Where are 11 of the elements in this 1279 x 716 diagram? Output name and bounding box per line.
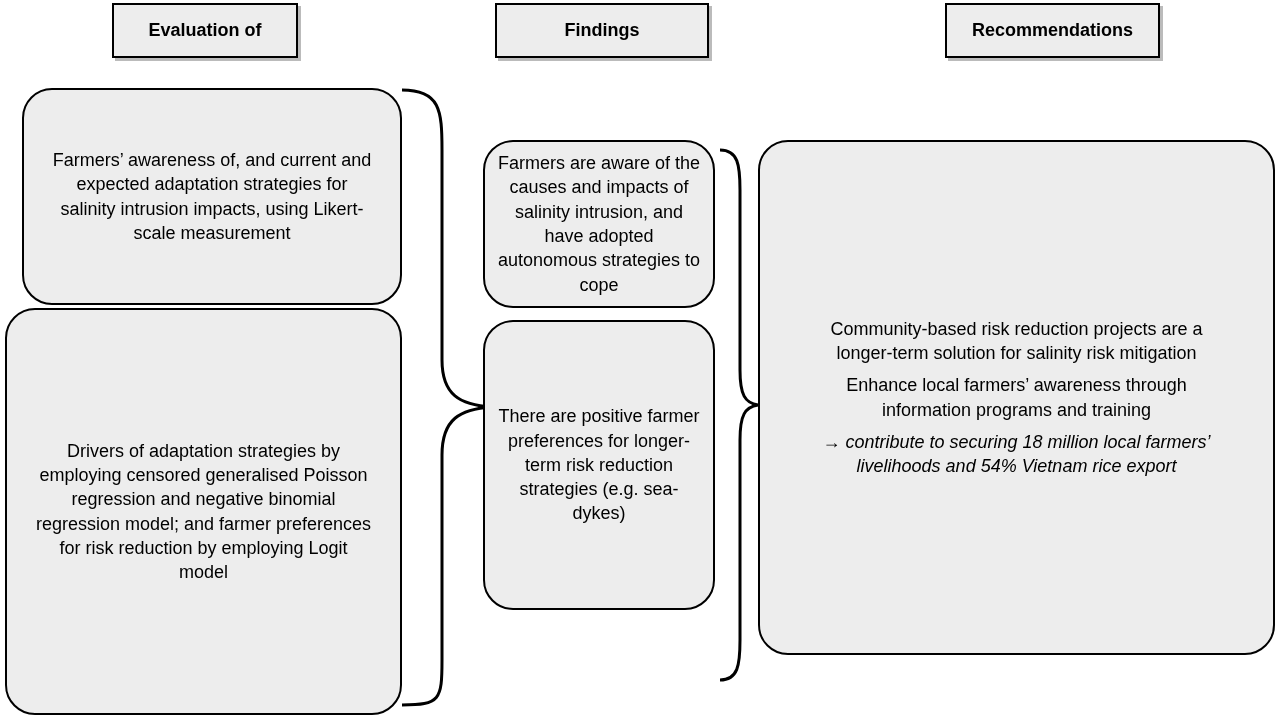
recommendation-text: Community-based risk reduction projects are a longer-term solution for salinity risk mitigation: [829, 317, 1204, 365]
column-header-box: Recommendations: [945, 3, 1160, 58]
text-box: Farmers are aware of the causes and impacts of salinity intrusion, and have adopted autonomous strategies to cope: [483, 140, 715, 308]
text-box: There are positive farmer preferences for longer-term risk reduction strategies (e.g. sea-dykes): [483, 320, 715, 610]
column-header-box: Evaluation of: [112, 3, 298, 58]
column-header-box: Findings: [495, 3, 709, 58]
text-box: Drivers of adaptation strategies by employing censored generalised Poisson regression and negative binomial regression model; and farmer preferences for risk reduction by employing Logit model: [5, 308, 402, 715]
recommendation-text: Enhance local farmers’ awareness through information programs and training: [845, 374, 1188, 422]
conclusion-text: → contribute to securing 18 million local farmers’ livelihoods and 54% Vietnam rice export: [821, 430, 1212, 479]
text-box: Farmers’ awareness of, and current and expected adaptation strategies for salinity intrusion impacts, using Likert-scale measurement: [22, 88, 402, 305]
text-box: [758, 140, 1275, 655]
